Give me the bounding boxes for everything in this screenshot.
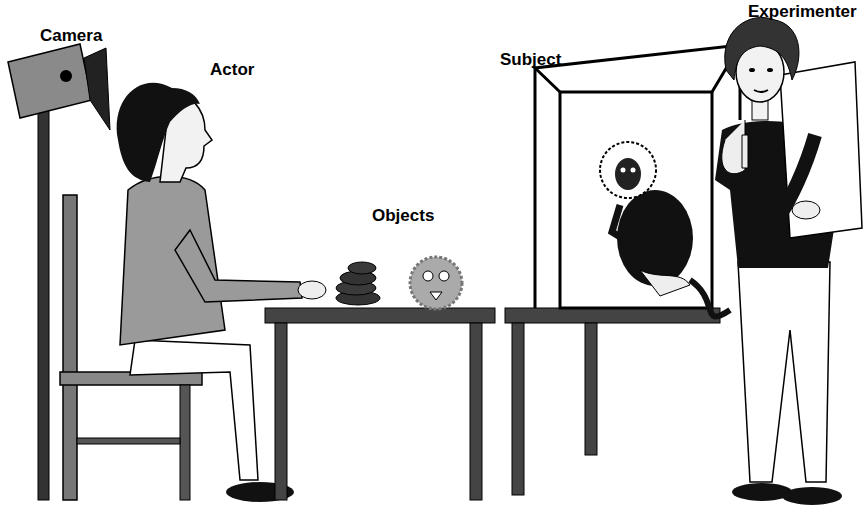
actor-arm — [175, 230, 302, 302]
marmoset-arm — [612, 205, 625, 240]
table — [265, 308, 495, 500]
table-top — [265, 308, 495, 323]
actor-hand — [298, 281, 326, 299]
actor-jacket — [120, 177, 225, 346]
experimenter-hair — [725, 17, 799, 80]
camera-pole — [38, 108, 49, 500]
experimenter-eye — [767, 68, 773, 72]
camera-lens-hood — [84, 48, 110, 130]
toy-mouth — [430, 292, 442, 300]
cage — [535, 45, 740, 308]
experimenter-mouth — [754, 90, 768, 92]
actor-hair — [117, 83, 200, 182]
table-leg — [585, 323, 597, 455]
camera-lens — [60, 70, 72, 82]
experimenter-finger — [742, 135, 748, 168]
marmoset — [600, 142, 730, 317]
marmoset-tail — [690, 280, 730, 317]
cage-front — [560, 92, 712, 308]
camera — [8, 44, 110, 500]
marmoset-eye — [621, 168, 626, 173]
actor-figure — [117, 83, 326, 502]
chair-leg — [180, 385, 190, 500]
marmoset-leg — [640, 270, 690, 296]
table-top — [505, 308, 720, 323]
camera-body — [8, 44, 92, 118]
experimenter-legs — [738, 262, 830, 482]
part-label: Actor — [210, 60, 254, 80]
marmoset-head — [600, 142, 656, 198]
cage-top — [535, 45, 740, 92]
chair-rung — [77, 438, 180, 444]
objects — [336, 257, 462, 309]
experimenter-hand — [792, 201, 820, 219]
experimenter-figure — [715, 17, 862, 505]
toy-eye — [423, 271, 433, 281]
experimenter-eye — [749, 68, 755, 72]
toy-eye — [439, 271, 449, 281]
part-label: Camera — [40, 26, 102, 46]
part-label: Experimenter — [748, 2, 857, 22]
cage-edge — [534, 68, 537, 308]
table-leg — [470, 323, 482, 500]
table-leg — [275, 323, 287, 500]
marmoset-face — [615, 158, 641, 190]
marmoset-eye — [631, 168, 636, 173]
fuzzy-toy — [410, 257, 462, 309]
part-label: Subject — [500, 50, 561, 70]
actor-legs — [130, 340, 258, 480]
table — [505, 308, 720, 495]
part-label: Objects — [372, 206, 434, 226]
chair-back — [63, 195, 77, 500]
experimenter-shoe — [782, 487, 842, 505]
table-leg — [512, 323, 524, 495]
coil-object — [348, 262, 376, 274]
clipboard — [780, 62, 862, 238]
marmoset-body — [617, 190, 693, 286]
